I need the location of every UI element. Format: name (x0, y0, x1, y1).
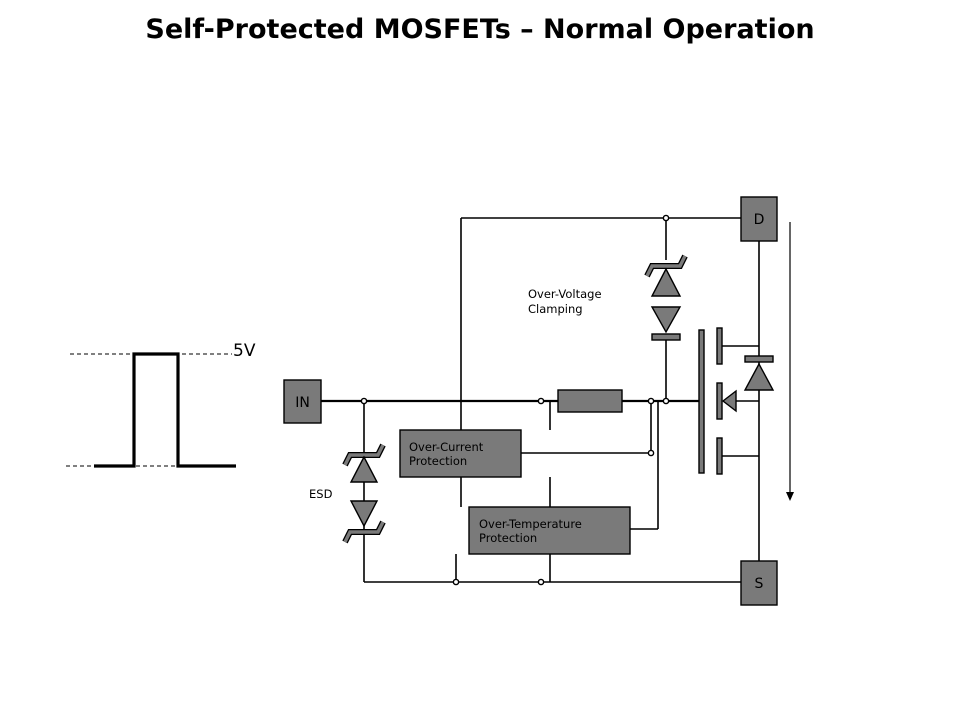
esd-zener-upper-triangle (349, 455, 379, 483)
source-terminal-box (740, 560, 778, 606)
junction-dots (360, 214, 670, 586)
mosfet-drain-segment (716, 327, 723, 365)
mosfet-body-arrow (721, 389, 737, 413)
junction-dot (662, 214, 670, 222)
esd-zener-lower-triangle (349, 500, 379, 528)
power-mosfet (698, 327, 737, 475)
junction-dot (662, 397, 670, 405)
clamp-diode-bar (651, 333, 681, 341)
over-current-protection-block: Over-Current Protection (399, 429, 522, 478)
drain-terminal-label: D (754, 212, 765, 228)
mosfet-gate-plate (698, 329, 705, 474)
over-current-label-line1: Over-Current (409, 440, 484, 454)
over-temperature-box (468, 506, 631, 555)
body-diode-bar (744, 355, 774, 363)
current-arrow-head (786, 492, 794, 501)
pulse-trace (94, 352, 236, 468)
over-voltage-label-line1: Over-Voltage (528, 287, 602, 301)
mosfet-body-segment (716, 382, 723, 420)
mosfet-source-segment (716, 437, 723, 475)
body-diode (743, 355, 775, 391)
over-temperature-protection-block: Over-Temperature Protection (468, 506, 631, 555)
junction-dot (452, 578, 460, 586)
drain-terminal: D (740, 196, 778, 242)
drain-terminal-box (740, 196, 778, 242)
clamp-zener-bar (645, 255, 687, 277)
source-terminal-label: S (755, 576, 764, 592)
junction-dot (360, 397, 368, 405)
junction-dot (537, 578, 545, 586)
current-flow-arrow (786, 222, 794, 501)
gate-resistor (557, 389, 623, 413)
esd-label: ESD (309, 487, 333, 501)
junction-dot (537, 397, 545, 405)
over-current-label-line2: Protection (409, 454, 467, 468)
input-terminal: IN (283, 379, 322, 424)
esd-zener-pair: ESD (309, 443, 386, 544)
esd-zener-upper-bar (343, 444, 385, 466)
body-diode-triangle (743, 362, 775, 391)
over-voltage-clamp: Over-Voltage Clamping (528, 254, 688, 341)
clamp-diode-triangle (650, 306, 682, 334)
input-terminal-box (283, 379, 322, 424)
over-temperature-label-line1: Over-Temperature (479, 517, 582, 531)
input-terminal-label: IN (295, 395, 310, 411)
esd-zener-lower-bar (343, 521, 385, 543)
over-current-box (399, 429, 522, 478)
level-label: 5V (233, 341, 256, 361)
input-pulse-waveform: 5V (66, 341, 256, 468)
junction-dot (647, 449, 655, 457)
source-terminal: S (740, 560, 778, 606)
circuit-wires (321, 217, 760, 583)
over-voltage-label-line2: Clamping (528, 302, 583, 316)
junction-dot (647, 397, 655, 405)
over-temperature-label-line2: Protection (479, 531, 537, 545)
slide-title: Self-Protected MOSFETs – Normal Operatio… (145, 14, 815, 45)
clamp-zener-triangle (650, 267, 682, 297)
